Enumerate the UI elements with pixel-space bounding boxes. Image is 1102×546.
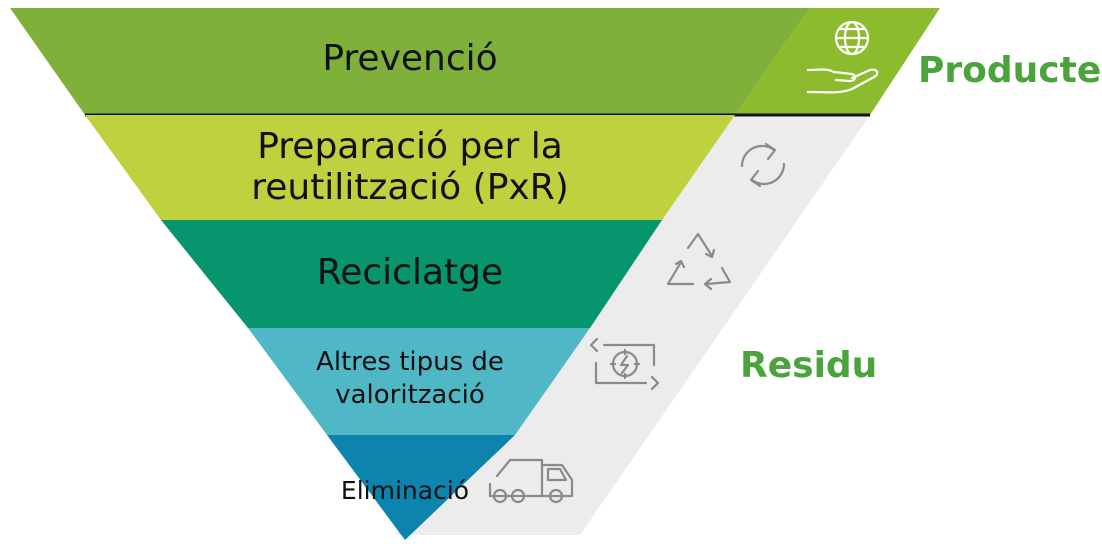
- recycle-icon: [666, 232, 732, 291]
- level-label-prevencio: Prevenció: [322, 38, 498, 79]
- level-label-eliminacio: Eliminació: [340, 476, 470, 505]
- level-prevencio: [10, 8, 810, 115]
- level-label-pxr-line2: reutilització (PxR): [251, 167, 569, 209]
- level-label-altres-line1: Altres tipus de: [316, 347, 504, 377]
- refresh-icon: [740, 142, 786, 188]
- level-label-altres-line2: valorització: [335, 379, 485, 410]
- side-label-producte: Producte: [918, 50, 1102, 91]
- producte-band: [735, 8, 940, 115]
- globe-hand-icon: [806, 20, 879, 94]
- level-label-pxr: Preparació per la reutilització (PxR): [180, 126, 640, 209]
- level-reciclatge: [161, 220, 662, 328]
- level-altres: [248, 328, 590, 435]
- energy-cycle-icon: [589, 337, 660, 391]
- level-label-altres: Altres tipus de valorització: [280, 346, 540, 411]
- level-label-pxr-line1: Preparació per la: [257, 126, 563, 167]
- level-eliminacio: [327, 435, 515, 540]
- side-label-residu: Residu: [740, 345, 878, 386]
- level-label-reciclatge: Reciclatge: [316, 252, 504, 293]
- level-pxr: [85, 115, 735, 220]
- garbage-truck-icon: [488, 458, 574, 504]
